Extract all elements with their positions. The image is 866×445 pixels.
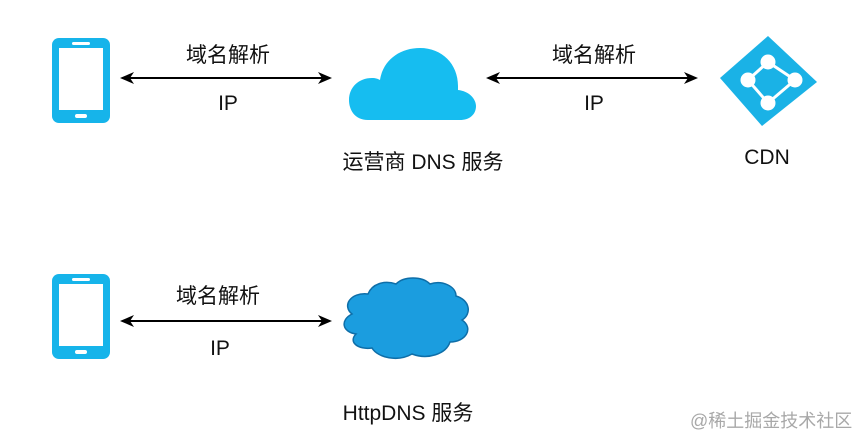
bidirectional-arrow — [486, 72, 698, 84]
cdn-icon — [720, 36, 817, 126]
cdn-label: CDN — [744, 146, 790, 169]
arrow2-response-label: IP — [584, 92, 604, 115]
cloud-icon — [349, 48, 476, 120]
bidirectional-arrow — [120, 72, 332, 84]
top-flow: 域名解析 IP 运营商 DNS 服务 域名解析 IP CDN — [0, 0, 866, 200]
arrow2-request-label: 域名解析 — [552, 44, 636, 67]
httpdns-request-label: 域名解析 — [176, 285, 260, 308]
carrier-dns-label: 运营商 DNS 服务 — [342, 151, 504, 174]
arrow1-request-label: 域名解析 — [186, 44, 270, 67]
mobile-phone-icon — [52, 274, 110, 359]
bottom-flow: 域名解析 IP HttpDNS 服务 @稀土掘金技术社区 — [0, 230, 866, 445]
httpdns-label: HttpDNS 服务 — [342, 402, 474, 425]
cloud-icon — [343, 277, 469, 360]
watermark: @稀土掘金技术社区 — [690, 411, 853, 431]
httpdns-response-label: IP — [210, 337, 230, 360]
arrow1-response-label: IP — [218, 92, 238, 115]
mobile-phone-icon — [52, 38, 110, 123]
bidirectional-arrow — [120, 315, 332, 327]
